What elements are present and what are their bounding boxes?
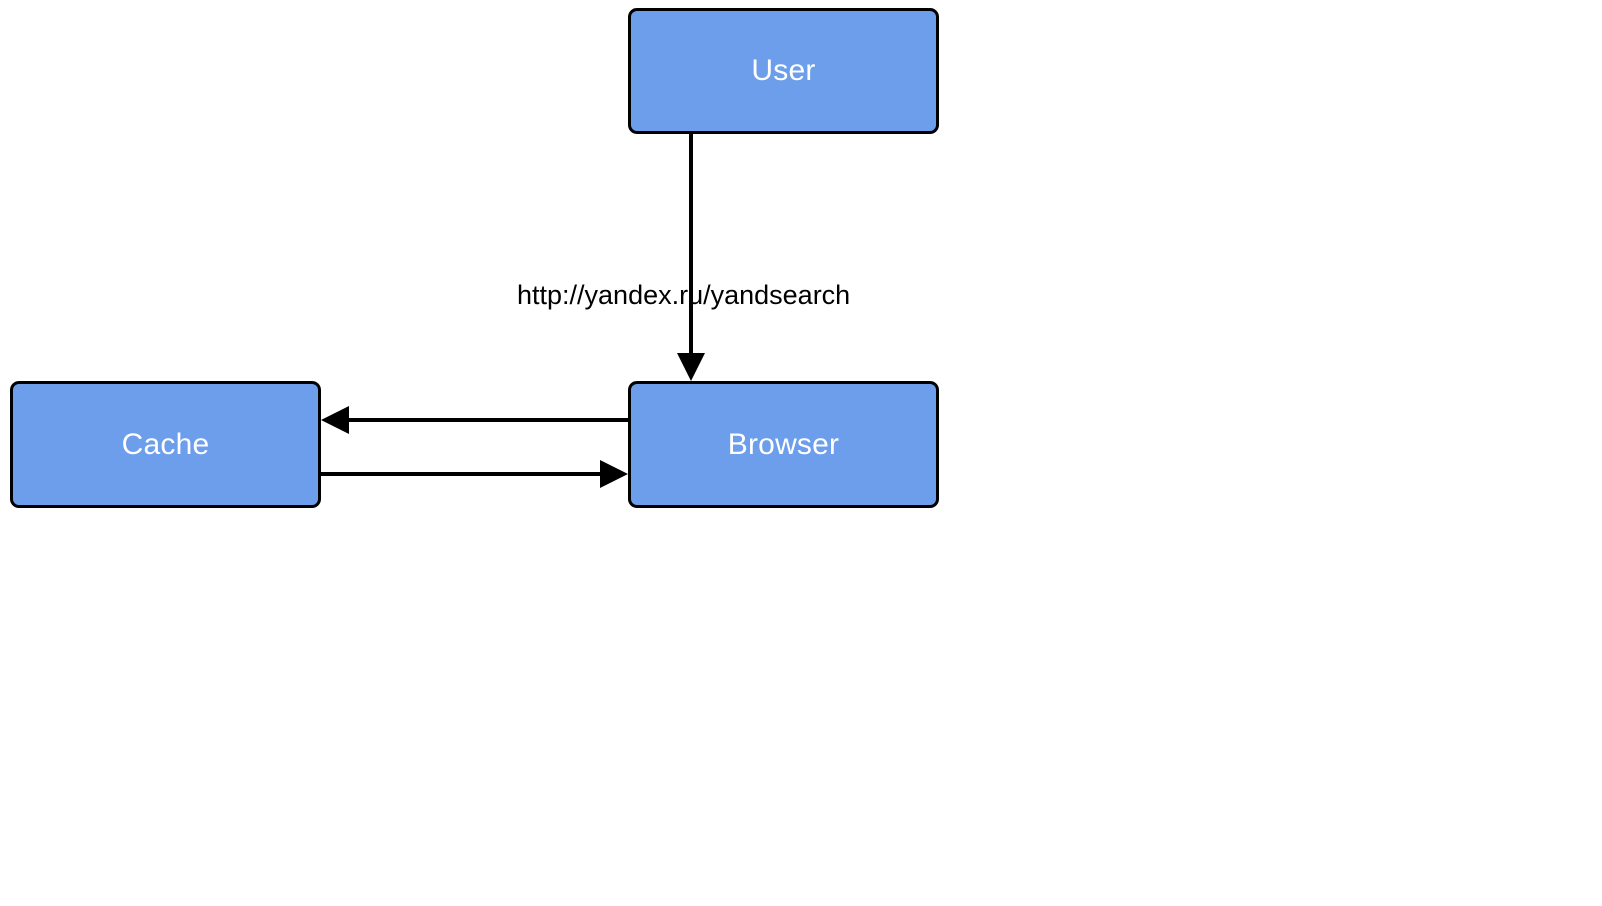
edge-label-user-to-browser: http://yandex.ru/yandsearch (517, 280, 851, 310)
edge-cache-to-browser (321, 460, 628, 488)
node-user-label: User (751, 54, 816, 87)
edge-browser-to-cache (321, 406, 628, 434)
node-browser[interactable]: Browser (628, 381, 939, 508)
node-browser-label: Browser (727, 427, 840, 461)
node-cache[interactable]: Cache (10, 381, 321, 508)
node-cache-label: Cache (121, 427, 210, 461)
edge-user-to-browser (677, 134, 705, 381)
node-user[interactable]: User (628, 8, 939, 134)
